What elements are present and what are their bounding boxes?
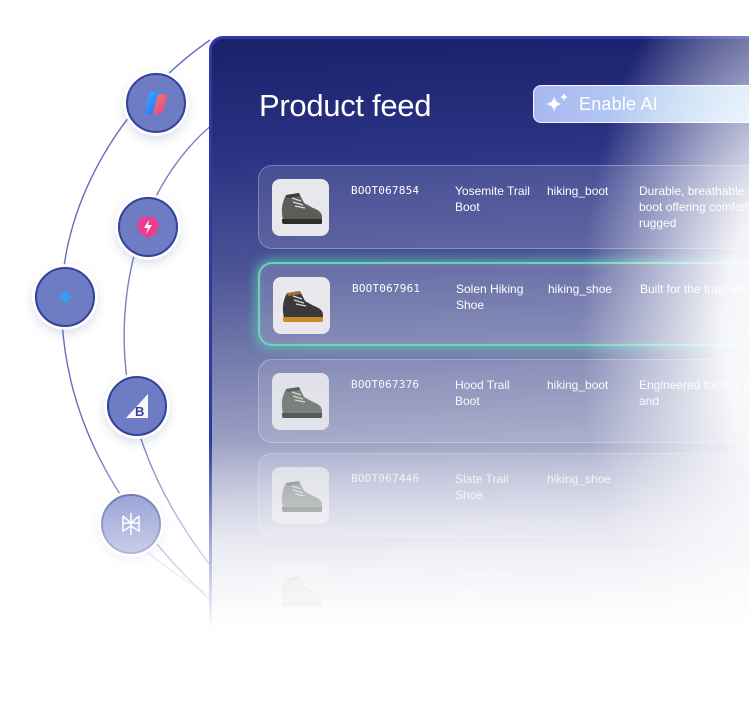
hiking-boot-icon — [281, 192, 322, 224]
product-sku: BOOT067961 — [352, 282, 421, 295]
product-thumbnail — [272, 467, 329, 524]
product-row[interactable]: BOOT067854 Yosemite Trail Boot hiking_boot… — [258, 165, 749, 249]
product-thumbnail — [272, 373, 329, 430]
product-description: Durable, breathable hiking boot offering… — [639, 184, 749, 230]
product-row[interactable]: BOOT067657 Stone Trail Boot — [258, 548, 749, 632]
product-name: Solen Hiking Shoe — [456, 282, 524, 312]
product-description: Built for the trail, waterproof — [640, 282, 749, 296]
sparkle-integration-button[interactable] — [35, 267, 95, 327]
product-name: Stone Trail Boot — [455, 567, 513, 597]
lightning-integration-button[interactable] — [118, 197, 178, 257]
enable-ai-label: Enable AI — [579, 93, 658, 114]
perplexity-icon — [122, 513, 140, 535]
product-sku: BOOT067446 — [351, 472, 420, 485]
lightning-badge-icon — [136, 215, 160, 239]
hiking-boot-icon — [281, 575, 322, 607]
product-name: Yosemite Trail Boot — [455, 184, 530, 214]
page-title: Product feed — [259, 88, 432, 123]
product-category: hiking_boot — [547, 378, 609, 392]
product-thumbnail — [273, 277, 330, 334]
sparkle-icon — [56, 288, 74, 306]
bigcommerce-icon: B — [126, 394, 148, 419]
product-category: hiking_shoe — [548, 282, 613, 296]
copilot-icon — [144, 92, 168, 114]
product-name: Slate Trail Shoe — [455, 472, 509, 502]
product-sku: BOOT067657 — [351, 567, 420, 580]
perplexity-integration-button[interactable] — [101, 494, 161, 554]
enable-ai-button[interactable]: Enable AI — [533, 85, 749, 123]
bigcommerce-integration-button[interactable]: B — [107, 376, 167, 436]
product-name: Hood Trail Boot — [455, 378, 510, 408]
hiking-boot-icon — [282, 290, 323, 322]
product-description: Engineered for trail comfort and — [639, 378, 749, 408]
product-thumbnail — [272, 562, 329, 619]
product-thumbnail — [272, 179, 329, 236]
product-row[interactable]: BOOT067376 Hood Trail Boot hiking_boot Engi… — [258, 359, 749, 443]
product-category: hiking_boot — [547, 184, 609, 198]
product-row[interactable]: BOOT067961 Solen Hiking Shoe hiking_shoe Bu… — [258, 262, 749, 346]
hiking-boot-icon — [281, 386, 322, 418]
sparkles-icon — [546, 93, 568, 112]
copilot-integration-button[interactable] — [126, 73, 186, 133]
product-sku: BOOT067854 — [351, 184, 420, 197]
svg-text:B: B — [135, 404, 144, 419]
product-sku: BOOT067376 — [351, 378, 420, 391]
hiking-boot-icon — [281, 480, 322, 512]
product-category: hiking_shoe — [547, 472, 612, 486]
product-feed-panel: Product feed Enable AI BOOT067854 Yosemit… — [209, 36, 749, 679]
product-row[interactable]: BOOT067446 Slate Trail Shoe hiking_shoe — [258, 453, 749, 537]
